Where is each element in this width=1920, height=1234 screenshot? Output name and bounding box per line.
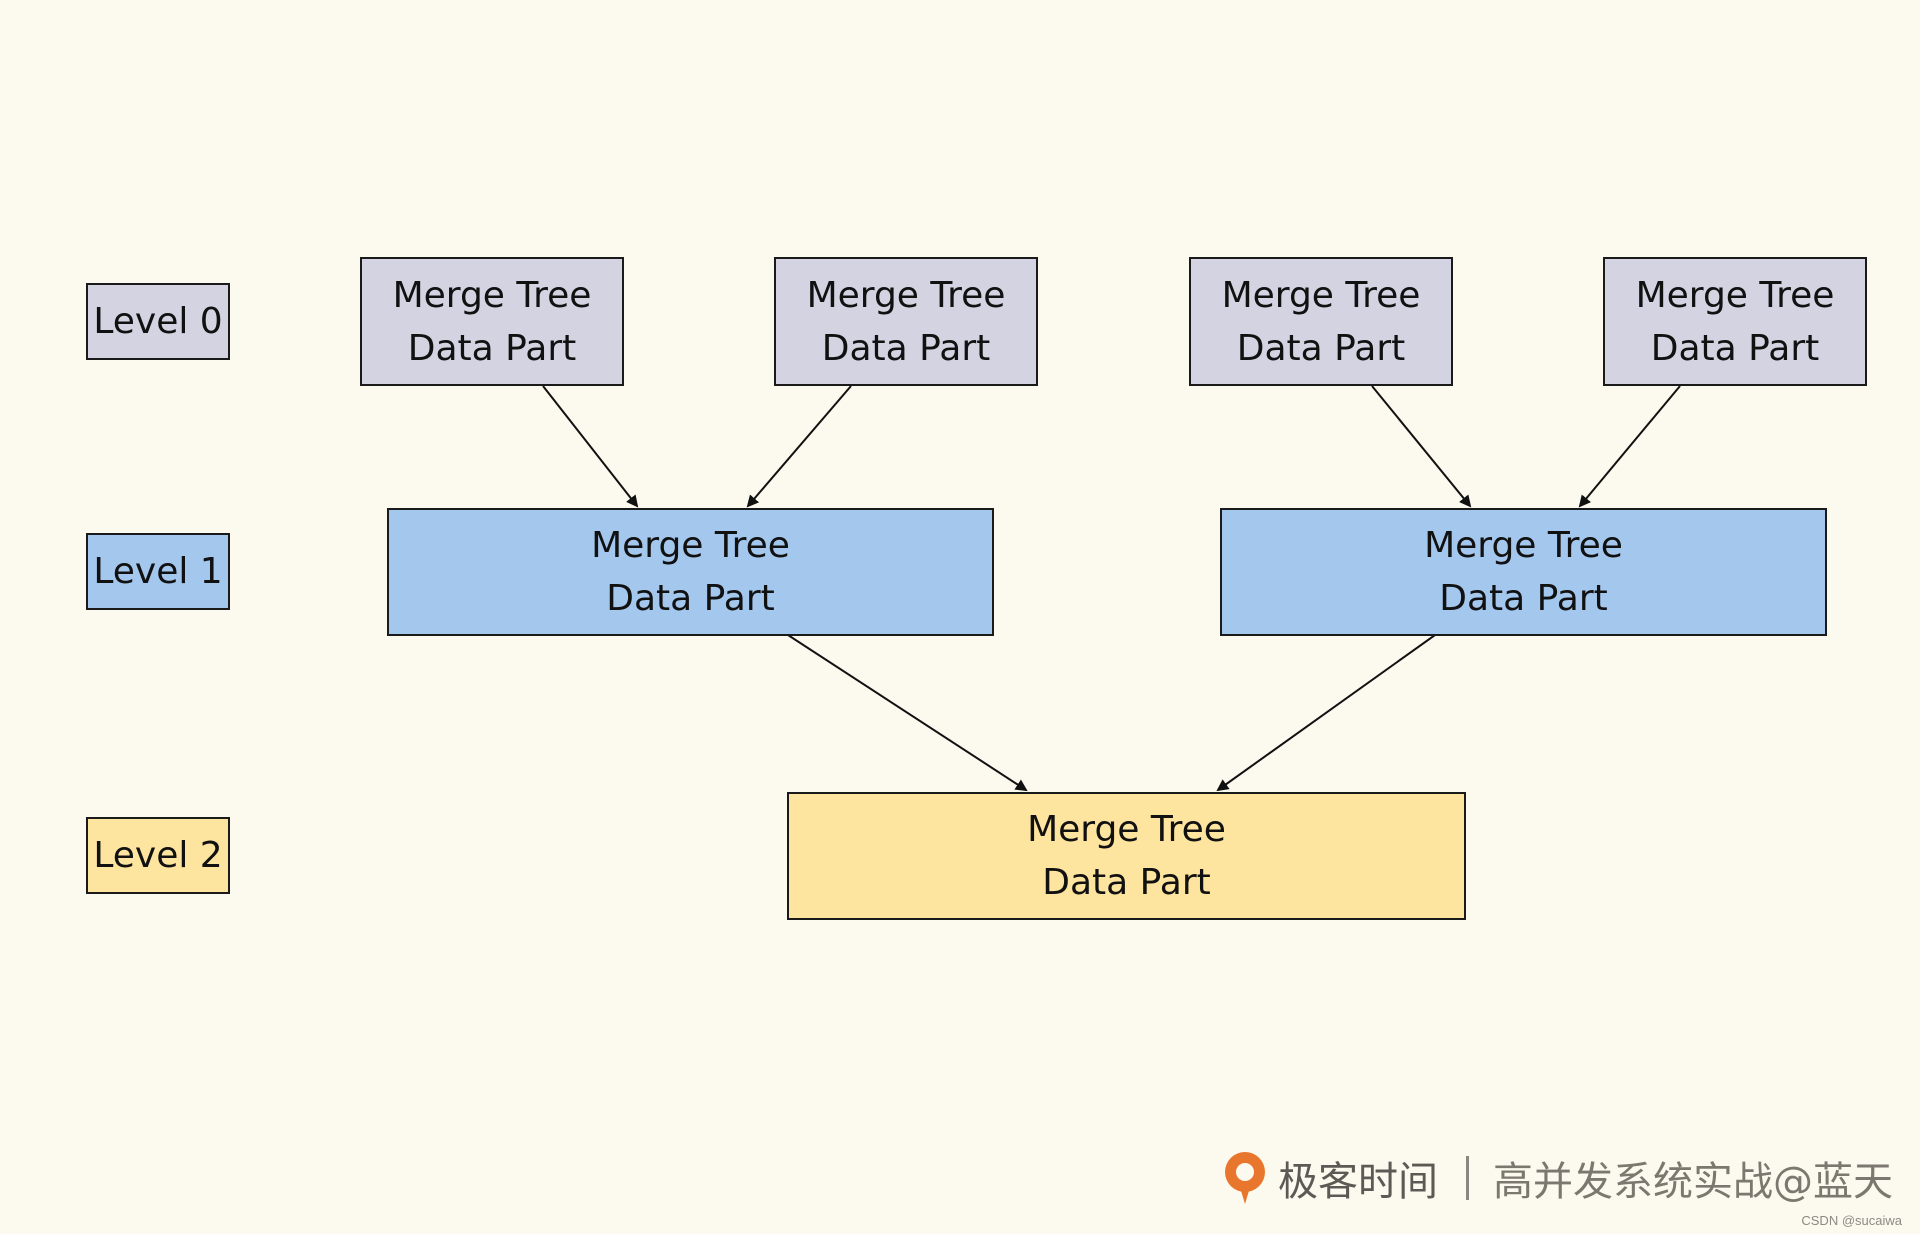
data-part-node: Merge Tree Data Part	[1189, 257, 1453, 386]
node-line-2: Data Part	[407, 327, 577, 369]
level-2-text: Level 2	[93, 834, 223, 876]
node-line-2: Data Part	[606, 578, 775, 619]
data-part-node: Merge Tree Data Part	[1603, 257, 1867, 386]
node-line-1: Merge Tree	[1027, 809, 1226, 850]
node-line-2: Data Part	[1236, 327, 1406, 369]
edge-l0-0-to-l1-0	[542, 385, 639, 508]
watermark-divider	[1466, 1156, 1469, 1200]
edge-l1-0-to-l2-0	[787, 634, 1028, 792]
data-part-node: Merge Tree Data Part	[387, 508, 994, 636]
level-0-label: Level 0	[86, 283, 230, 360]
node-line-1: Merge Tree	[806, 274, 1006, 316]
node-line-1: Merge Tree	[591, 525, 790, 566]
node-line-1: Merge Tree	[392, 274, 592, 316]
geekbang-logo-icon	[1225, 1152, 1265, 1204]
node-line-2: Data Part	[1042, 862, 1211, 903]
node-line-2: Data Part	[821, 327, 991, 369]
brand-name: 极客时间	[1278, 1159, 1438, 1205]
edge-l0-3-to-l1-1	[1578, 385, 1681, 508]
data-part-node: Merge Tree Data Part	[1220, 508, 1827, 636]
node-line-1: Merge Tree	[1635, 274, 1835, 316]
level-1-label: Level 1	[86, 533, 230, 610]
course-name: 高并发系统实战@蓝天	[1493, 1159, 1893, 1205]
data-part-node: Merge Tree Data Part	[360, 257, 624, 386]
node-line-1: Merge Tree	[1424, 525, 1623, 566]
node-line-2: Data Part	[1650, 327, 1820, 369]
data-part-node: Merge Tree Data Part	[787, 792, 1466, 920]
data-part-node: Merge Tree Data Part	[774, 257, 1038, 386]
csdn-credit: CSDN @sucaiwa	[1801, 1213, 1902, 1228]
level-2-label: Level 2	[86, 817, 230, 894]
level-0-text: Level 0	[93, 300, 223, 342]
level-1-text: Level 1	[93, 550, 223, 592]
edge-l0-1-to-l1-0	[746, 385, 852, 508]
edge-l0-2-to-l1-1	[1371, 385, 1472, 508]
edge-l1-1-to-l2-0	[1216, 634, 1436, 792]
watermark: 极客时间 高并发系统实战@蓝天	[1222, 1148, 1893, 1208]
node-line-2: Data Part	[1439, 578, 1608, 619]
node-line-1: Merge Tree	[1221, 274, 1421, 316]
